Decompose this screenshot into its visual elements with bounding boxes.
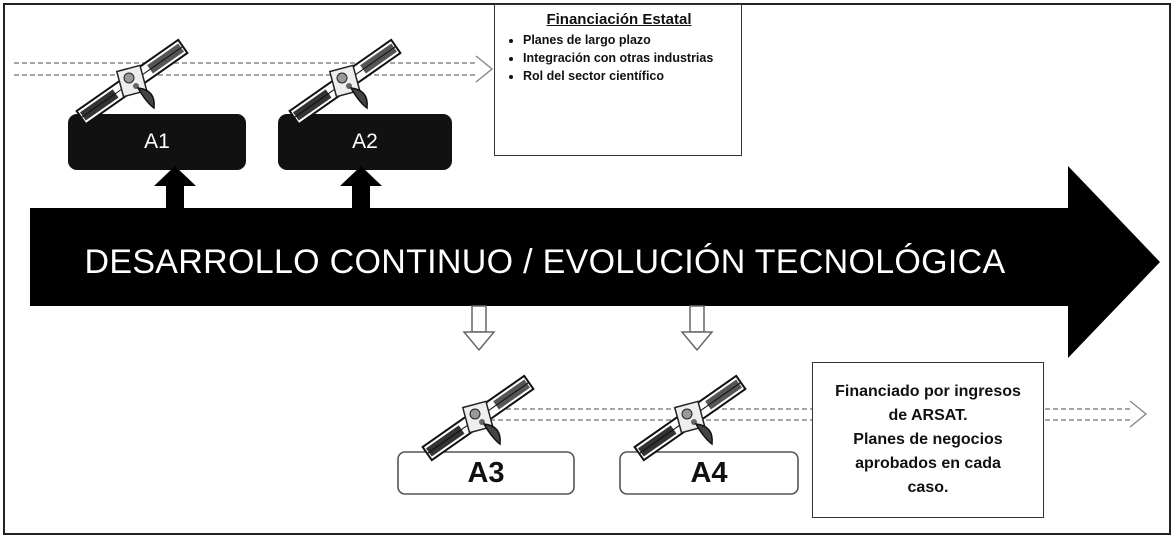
revenue-line: Financiado por ingresos — [835, 383, 1021, 400]
box-a3-label: A3 — [467, 456, 505, 489]
box-a4-label: A4 — [690, 456, 728, 489]
satellite-icon — [421, 374, 535, 462]
satellite-icon — [75, 38, 189, 126]
down-arrow-icon — [462, 305, 496, 352]
revenue-line: aprobados en cada — [855, 455, 1001, 472]
up-arrow-icon — [340, 166, 382, 210]
state-funding-box: Financiación Estatal Planes de largo pla… — [494, 4, 742, 156]
revenue-line: caso. — [907, 479, 949, 496]
list-item: Rol del sector científico — [523, 68, 733, 84]
box-a1-shape — [68, 114, 246, 170]
state-funding-list: Planes de largo plazo Integración con ot… — [505, 32, 733, 84]
bottom-track-arrow — [490, 400, 1148, 428]
revenue-line: Planes de negocios — [853, 431, 1003, 448]
box-a2-shape — [278, 114, 452, 170]
revenue-funding-box: Financiado por ingresos de ARSAT. Planes… — [812, 362, 1044, 518]
box-a2-label: A2 — [352, 130, 378, 153]
box-a3-shape — [397, 451, 575, 495]
box-a1-label: A1 — [144, 130, 170, 153]
revenue-line: de ARSAT. — [888, 407, 968, 424]
down-arrow-icon — [680, 305, 714, 352]
top-track-arrow — [14, 55, 494, 83]
main-arrow-label: DESARROLLO CONTINUO / EVOLUCIÓN TECNOLÓG… — [84, 242, 1006, 281]
up-arrow-icon — [154, 166, 196, 210]
state-funding-title: Financiación Estatal — [546, 11, 692, 28]
box-a4-shape — [619, 451, 799, 495]
satellite-icon — [633, 374, 747, 462]
list-item: Integración con otras industrias — [523, 50, 733, 66]
satellite-icon — [288, 38, 402, 126]
main-arrow-shape — [30, 166, 1160, 358]
list-item: Planes de largo plazo — [523, 32, 733, 48]
